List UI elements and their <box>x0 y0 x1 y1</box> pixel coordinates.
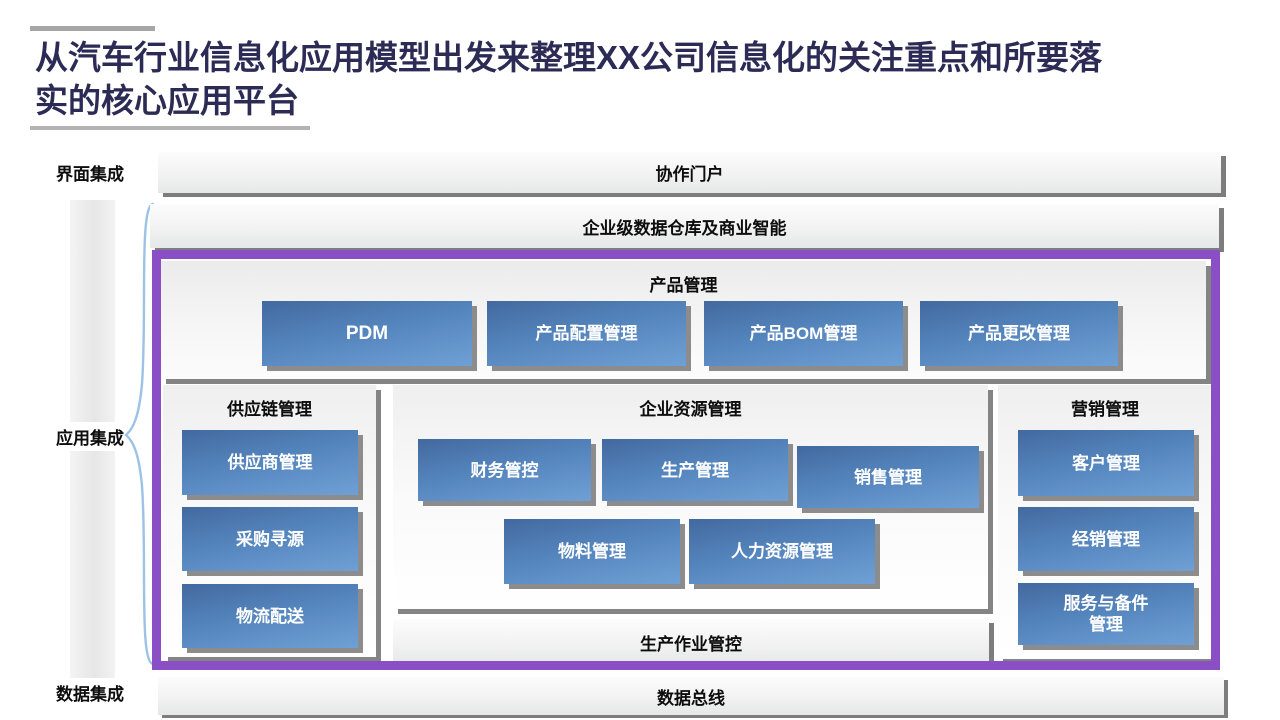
bar-production-control-label: 生产作业管控 <box>640 634 742 654</box>
button-production-mgmt: 生产管理 <box>602 439 788 501</box>
button-finance-control-label: 财务管控 <box>470 460 539 480</box>
panel-product-management: 产品管理 PDM 产品配置管理 产品BOM管理 产品更改管理 <box>161 261 1206 379</box>
button-sales-mgmt-label: 销售管理 <box>854 467 922 487</box>
button-product-config: 产品配置管理 <box>487 301 686 366</box>
label-application-integration: 应用集成 <box>53 422 127 451</box>
button-customer-mgmt: 客户管理 <box>1018 430 1194 496</box>
title-rule-top <box>30 26 155 31</box>
marketing-title: 营销管理 <box>1071 400 1139 419</box>
button-supplier-mgmt-label: 供应商管理 <box>227 453 313 472</box>
button-product-change-label: 产品更改管理 <box>968 324 1070 343</box>
page-title-line2: 实的核心应用平台 <box>35 82 299 119</box>
bar-edw-bi: 企业级数据仓库及商业智能 <box>150 204 1219 248</box>
button-pdm-label: PDM <box>345 323 389 344</box>
title-rule-bottom <box>30 126 310 130</box>
panel-marketing: 营销管理 客户管理 经销管理 服务与备件 管理 <box>998 385 1211 659</box>
button-logistics-distribution: 物流配送 <box>182 584 358 648</box>
bar-data-bus: 数据总线 <box>158 677 1224 715</box>
enterprise-resource-title: 企业资源管理 <box>639 400 742 419</box>
supply-chain-title: 供应链管理 <box>227 400 312 419</box>
button-customer-mgmt-label: 客户管理 <box>1072 453 1140 473</box>
button-product-change: 产品更改管理 <box>920 301 1118 366</box>
button-hr-mgmt: 人力资源管理 <box>689 519 875 584</box>
button-service-parts-mgmt: 服务与备件 管理 <box>1018 583 1194 645</box>
panel-enterprise-resource: 企业资源管理 财务管控 生产管理 销售管理 物料管理 人力资源管理 <box>393 385 988 609</box>
button-supplier-mgmt: 供应商管理 <box>182 430 358 495</box>
curly-brace-icon <box>124 202 155 666</box>
label-data-integration: 数据集成 <box>53 678 127 707</box>
button-pdm: PDM <box>262 301 472 366</box>
product-management-title: 产品管理 <box>649 276 718 295</box>
button-product-bom: 产品BOM管理 <box>704 301 903 366</box>
label-interface-integration: 界面集成 <box>53 158 127 187</box>
button-logistics-distribution-label: 物流配送 <box>236 606 304 626</box>
button-dealer-mgmt: 经销管理 <box>1018 507 1194 571</box>
bar-collaboration-portal: 协作门户 <box>158 152 1221 193</box>
button-material-mgmt-label: 物料管理 <box>558 542 626 561</box>
bar-edw-bi-label: 企业级数据仓库及商业智能 <box>582 218 787 238</box>
button-product-config-label: 产品配置管理 <box>535 324 638 343</box>
button-procurement-sourcing-label: 采购寻源 <box>236 529 304 549</box>
button-product-bom-label: 产品BOM管理 <box>749 324 858 343</box>
button-service-parts-mgmt-label: 服务与备件 管理 <box>1063 594 1149 634</box>
page-title: 从汽车行业信息化应用模型出发来整理XX公司信息化的关注重点和所要落 实的核心应用… <box>35 36 1255 122</box>
bar-data-bus-label: 数据总线 <box>657 688 725 708</box>
button-material-mgmt: 物料管理 <box>504 519 680 584</box>
button-finance-control: 财务管控 <box>418 439 591 501</box>
panel-supply-chain: 供应链管理 供应商管理 采购寻源 物流配送 <box>163 385 376 657</box>
core-platform-frame: 产品管理 PDM 产品配置管理 产品BOM管理 产品更改管理 供应链管理 供应商… <box>152 250 1220 670</box>
button-sales-mgmt: 销售管理 <box>797 446 979 508</box>
bar-production-control: 生产作业管控 <box>393 619 989 661</box>
page-title-line1: 从汽车行业信息化应用模型出发来整理XX公司信息化的关注重点和所要落 <box>35 39 1103 76</box>
button-procurement-sourcing: 采购寻源 <box>182 507 358 571</box>
bar-collaboration-portal-label: 协作门户 <box>655 165 724 184</box>
button-dealer-mgmt-label: 经销管理 <box>1072 529 1140 549</box>
button-production-mgmt-label: 生产管理 <box>661 460 729 480</box>
button-hr-mgmt-label: 人力资源管理 <box>731 542 833 561</box>
